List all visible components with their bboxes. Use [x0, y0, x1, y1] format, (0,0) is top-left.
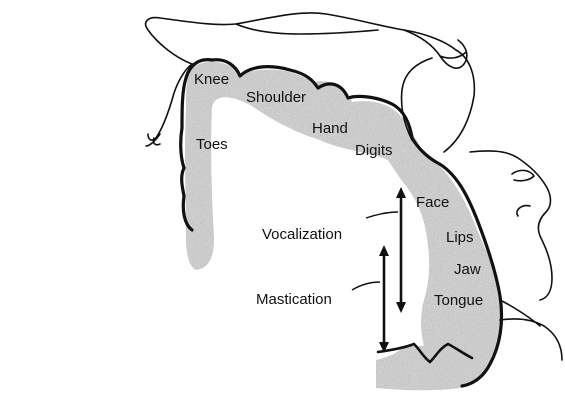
- mastication-arrow: [379, 245, 389, 353]
- cortex-band: [185, 62, 502, 391]
- label-vocalization: Vocalization: [262, 226, 342, 243]
- label-digits: Digits: [355, 142, 393, 159]
- mastication-leader: [352, 282, 380, 290]
- label-knee: Knee: [194, 71, 229, 88]
- label-toes: Toes: [196, 136, 228, 153]
- label-shoulder: Shoulder: [246, 89, 306, 106]
- label-tongue: Tongue: [434, 292, 483, 309]
- label-jaw: Jaw: [454, 261, 481, 278]
- label-lips: Lips: [446, 229, 474, 246]
- label-hand: Hand: [312, 120, 348, 137]
- label-face: Face: [416, 194, 449, 211]
- vocalization-leader: [366, 212, 398, 218]
- label-mastication: Mastication: [256, 291, 332, 308]
- vocalization-arrow: [396, 187, 406, 313]
